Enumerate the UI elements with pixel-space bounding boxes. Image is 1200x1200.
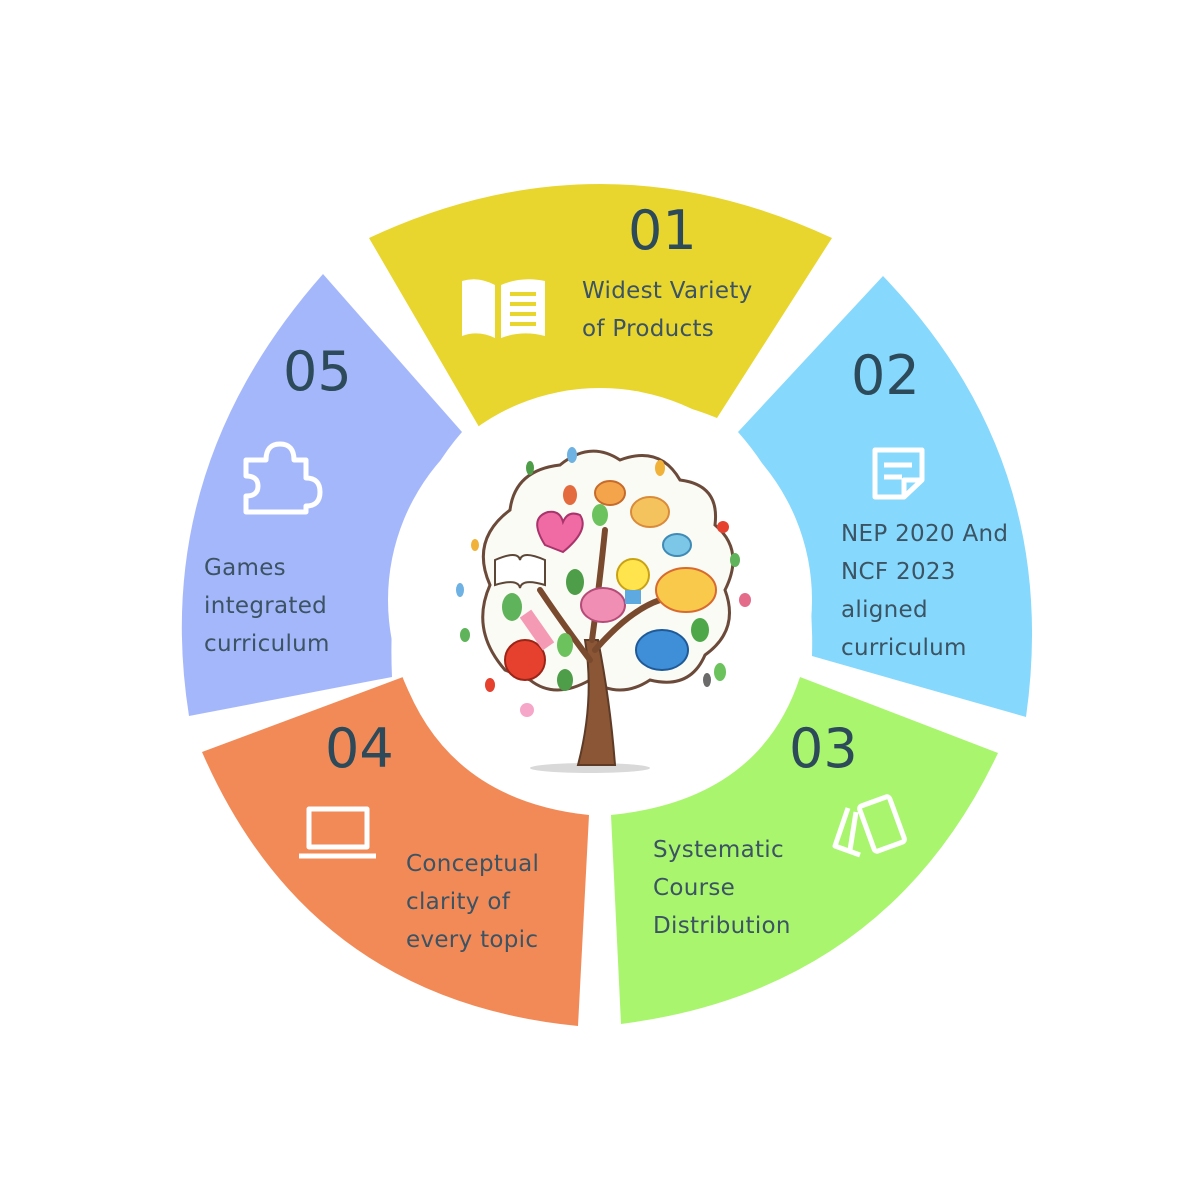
knowledge-tree-icon [456, 447, 751, 773]
segment-04-label-line-2: clarity of [406, 889, 511, 915]
segment-05-label-line-2: integrated [204, 593, 327, 619]
segment-01: 01 Widest Variety of Products [369, 184, 832, 432]
segment-01-number: 01 [628, 199, 697, 262]
segment-05-label-line-3: curriculum [204, 631, 330, 657]
segment-04-number: 04 [325, 717, 394, 780]
segment-02-label-line-4: curriculum [841, 635, 967, 661]
segment-02-label-line-2: NCF 2023 [841, 559, 956, 585]
segment-05-number: 05 [283, 340, 352, 403]
segment-04-shape [202, 677, 589, 1026]
segment-01-label-line-1: Widest Variety [582, 278, 753, 304]
segment-02-label-line-1: NEP 2020 And [841, 521, 1008, 547]
segment-02-number: 02 [851, 344, 920, 407]
segment-02-label-line-3: aligned [841, 597, 928, 623]
book-icon [462, 279, 545, 338]
note-icon [872, 447, 925, 500]
segment-04: 04 Conceptual clarity of every topic [202, 677, 589, 1026]
segment-04-label-line-1: Conceptual [406, 851, 539, 877]
segment-04-label-line-3: every topic [406, 927, 538, 953]
segment-03-number: 03 [789, 717, 858, 780]
segment-01-label-line-2: of Products [582, 316, 714, 342]
puzzle-icon [243, 441, 323, 515]
segment-03: 03 Systematic Course Distribution [611, 677, 998, 1024]
segment-03-label-line-1: Systematic [653, 837, 784, 863]
segment-03-label-line-2: Course [653, 875, 735, 901]
segment-03-label-line-3: Distribution [653, 913, 791, 939]
segment-05-label-line-1: Games [204, 555, 286, 581]
laptop-icon [299, 806, 376, 859]
segment-01-shape [369, 184, 832, 432]
cards-icon [832, 794, 907, 858]
segment-03-shape [611, 677, 998, 1024]
center-disc [388, 388, 812, 812]
